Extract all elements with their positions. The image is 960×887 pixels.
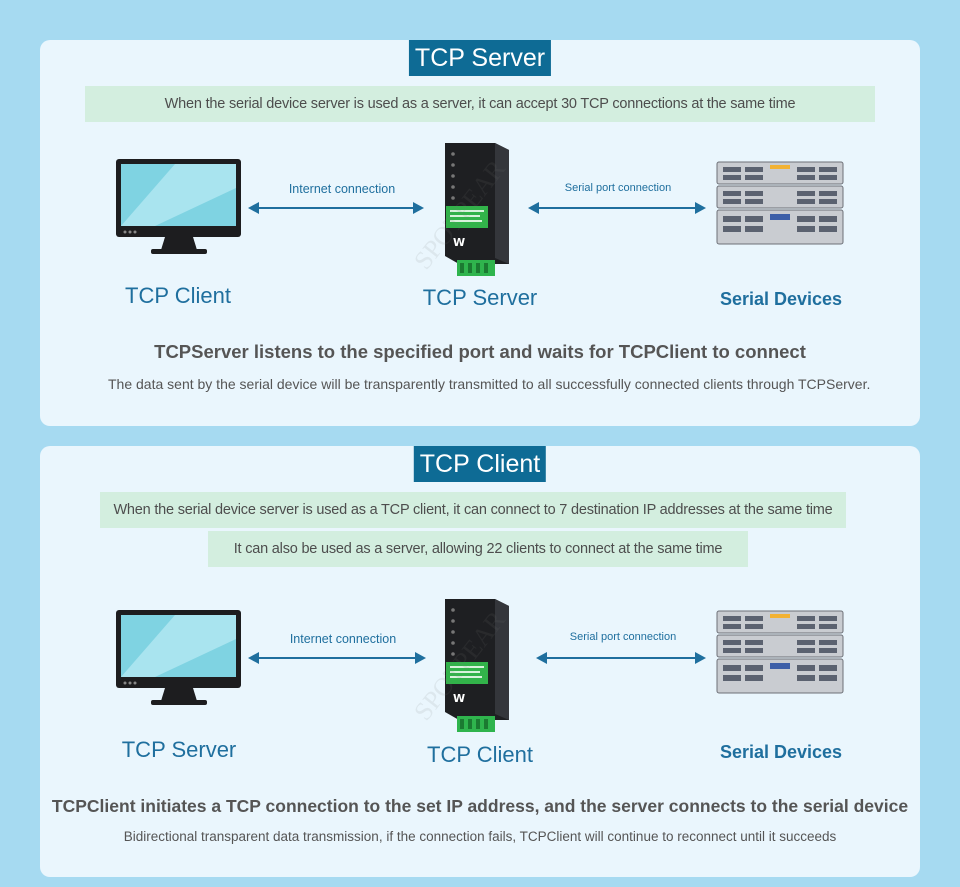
svg-text:W: W (453, 236, 465, 249)
description-sub: The data sent by the serial device will … (108, 376, 871, 392)
monitor-icon (116, 159, 241, 254)
left-node-label: TCP Client (125, 283, 231, 308)
capacity-band: When the serial device server is used as… (85, 86, 875, 122)
internet-connection-label: Internet connection (289, 632, 397, 646)
left-node-label: TCP Server (121, 737, 237, 762)
double-arrow-icon (248, 652, 426, 664)
serial-server-device-icon: W (445, 143, 509, 276)
double-arrow-icon (248, 202, 424, 214)
double-arrow-icon (528, 202, 706, 214)
serial-connection-label: Serial port connection (564, 182, 672, 194)
center-node-label: TCP Server (422, 285, 538, 310)
description-sub: Bidirectional transparent data transmiss… (123, 829, 837, 844)
right-node-label: Serial Devices (719, 289, 843, 309)
description-main: TCPClient initiates a TCP connection to … (51, 796, 909, 816)
server-mode-band: It can also be used as a server, allowin… (208, 531, 748, 567)
monitor-icon (116, 610, 241, 705)
tcp-server-panel: TCP Server When the serial device server… (40, 40, 920, 426)
description-main: TCPServer listens to the specified port … (154, 341, 806, 362)
server-rack-icon (716, 610, 844, 694)
serial-server-device-icon: W (445, 599, 509, 732)
capacity-band: When the serial device server is used as… (100, 492, 846, 528)
svg-text:W: W (453, 692, 465, 705)
internet-connection-label: Internet connection (288, 182, 396, 196)
right-node-label: Serial Devices (719, 742, 843, 762)
serial-connection-label: Serial port connection (569, 631, 677, 643)
panel-title: TCP Client (413, 446, 547, 482)
panel-title: TCP Server (408, 40, 552, 76)
tcp-client-panel: TCP Client When the serial device server… (40, 446, 920, 877)
double-arrow-icon (536, 652, 706, 664)
server-rack-icon (716, 161, 844, 245)
center-node-label: TCP Client (427, 742, 533, 767)
